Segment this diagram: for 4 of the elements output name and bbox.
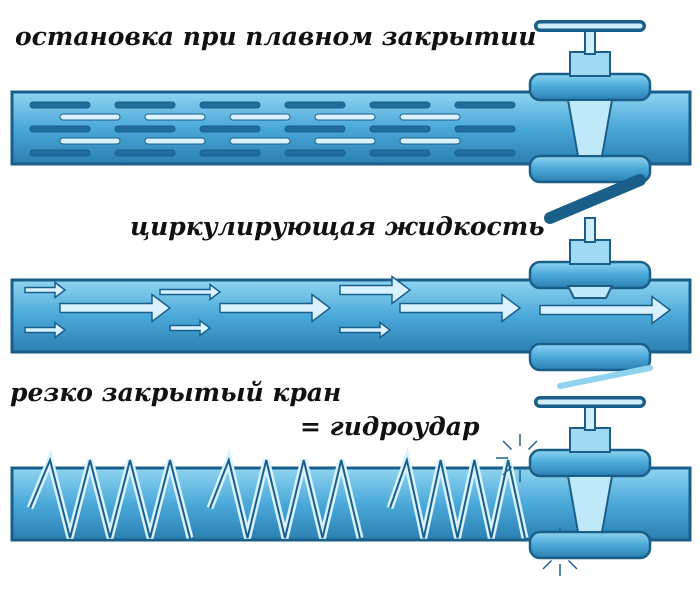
- caption-text: циркулирующая жидкость: [130, 212, 545, 241]
- caption-text: остановка при плавном закрытии: [15, 22, 536, 51]
- caption-text: = гидроудар: [300, 412, 480, 441]
- caption-text: резко закрытый кран: [10, 378, 342, 407]
